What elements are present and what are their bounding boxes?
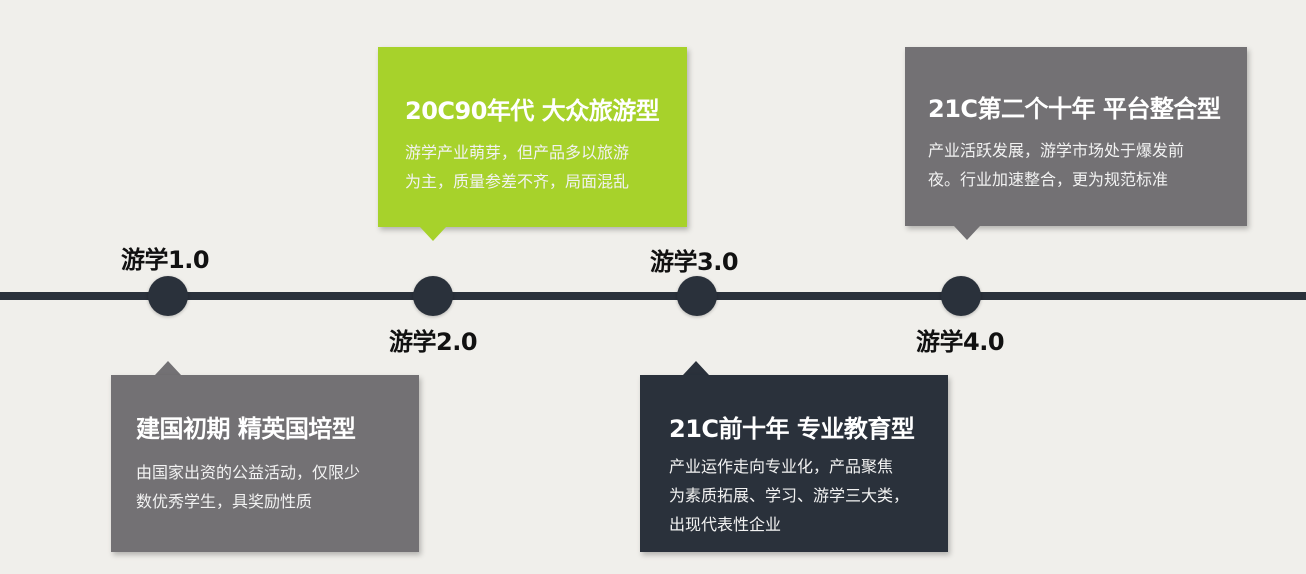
- card-4: 21C第二个十年 平台整合型 产业活跃发展，游学市场处于爆发前 夜。行业加速整合…: [905, 47, 1247, 226]
- card-3: 21C前十年 专业教育型 产业运作走向专业化，产品聚焦 为素质拓展、学习、游学三…: [640, 375, 948, 552]
- card-4-line-1: 产业活跃发展，游学市场处于爆发前: [928, 141, 1185, 160]
- card-1-line-2: 数优秀学生，具奖励性质: [136, 492, 313, 511]
- card-2-desc: 游学产业萌芽，但产品多以旅游 为主，质量参差不齐，局面混乱: [405, 138, 667, 196]
- card-2-line-1: 游学产业萌芽，但产品多以旅游: [405, 143, 630, 162]
- card-1-pointer: [155, 361, 181, 375]
- timeline-axis: [0, 292, 1306, 300]
- card-3-line-3: 出现代表性企业: [669, 515, 782, 534]
- card-2-pointer: [420, 227, 446, 241]
- timeline-node-1: [148, 276, 188, 316]
- card-3-line-1: 产业运作走向专业化，产品聚焦: [669, 457, 894, 476]
- card-1-title: 建国初期 精英国培型: [136, 415, 356, 443]
- stage-label-2: 游学2.0: [389, 328, 478, 356]
- card-2-line-2: 为主，质量参差不齐，局面混乱: [405, 172, 630, 191]
- card-4-line-2: 夜。行业加速整合，更为规范标准: [928, 170, 1169, 189]
- stage-label-3: 游学3.0: [650, 248, 739, 276]
- card-1-desc: 由国家出资的公益活动，仅限少 数优秀学生，具奖励性质: [136, 458, 399, 516]
- card-4-desc: 产业活跃发展，游学市场处于爆发前 夜。行业加速整合，更为规范标准: [928, 136, 1237, 194]
- card-3-title: 21C前十年 专业教育型: [669, 415, 915, 443]
- card-1-line-1: 由国家出资的公益活动，仅限少: [136, 463, 361, 482]
- card-4-title: 21C第二个十年 平台整合型: [928, 95, 1221, 123]
- card-3-pointer: [683, 361, 709, 375]
- timeline-node-4: [941, 276, 981, 316]
- stage-label-4: 游学4.0: [916, 328, 1005, 356]
- card-2-title: 20C90年代 大众旅游型: [405, 97, 660, 125]
- timeline-node-2: [413, 276, 453, 316]
- card-3-line-2: 为素质拓展、学习、游学三大类，: [669, 486, 910, 505]
- card-2: 20C90年代 大众旅游型 游学产业萌芽，但产品多以旅游 为主，质量参差不齐，局…: [378, 47, 687, 227]
- card-4-pointer: [954, 226, 980, 240]
- card-3-desc: 产业运作走向专业化，产品聚焦 为素质拓展、学习、游学三大类， 出现代表性企业: [669, 452, 933, 539]
- timeline-node-3: [677, 276, 717, 316]
- stage-label-1: 游学1.0: [121, 246, 210, 274]
- card-1: 建国初期 精英国培型 由国家出资的公益活动，仅限少 数优秀学生，具奖励性质: [111, 375, 419, 552]
